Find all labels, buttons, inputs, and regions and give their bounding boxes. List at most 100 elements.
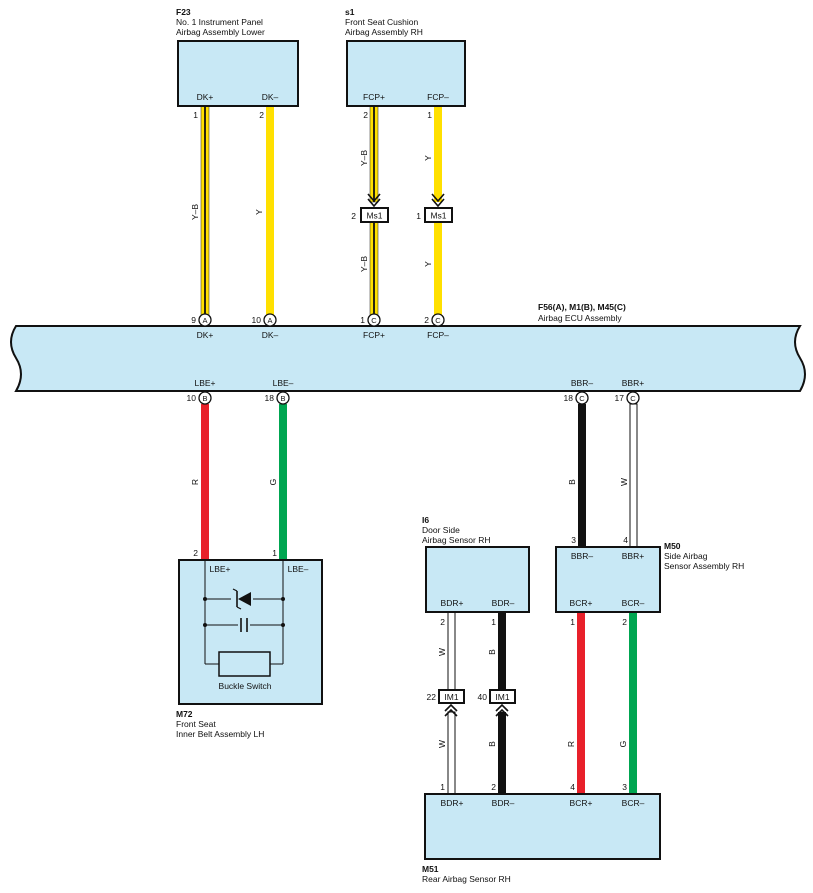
svg-text:BBR–: BBR–: [571, 378, 593, 388]
m50-term-bcr-minus: BCR–: [622, 598, 645, 608]
component-s1: s1 Front Seat Cushion Airbag Assembly RH…: [345, 7, 466, 120]
connector-im1-a-pin: 22: [427, 692, 437, 702]
wire-label-bdr-plus-upper: W: [437, 648, 447, 656]
m51-pin-bcr-plus: 4: [570, 782, 575, 792]
wire-dk-minus: [266, 106, 274, 320]
svg-text:B: B: [280, 394, 285, 403]
i6-name-line1: Door Side: [422, 525, 460, 535]
connector-im1-b-label: IM1: [495, 692, 509, 702]
m72-code: M72: [176, 709, 193, 719]
connector-ms1-a: Ms1 2: [351, 193, 389, 223]
f23-name-line1: No. 1 Instrument Panel: [176, 17, 263, 27]
wire-lbe-plus: [201, 404, 209, 560]
svg-text:C: C: [579, 394, 585, 403]
s1-box: [346, 40, 466, 107]
ecu-pin-dk-plus: A 9 DK+: [191, 313, 214, 340]
svg-text:DK+: DK+: [197, 330, 214, 340]
ecu-pin-fcp-plus: C 1 FCP+: [360, 313, 385, 340]
svg-text:B: B: [202, 394, 207, 403]
f23-term-dk-plus: DK+: [197, 92, 214, 102]
s1-name-line2: Airbag Assembly RH: [345, 27, 423, 37]
i6-name-line2: Airbag Sensor RH: [422, 535, 491, 545]
m51-pin-bcr-minus: 3: [622, 782, 627, 792]
connector-im1-b-pin: 40: [478, 692, 488, 702]
wire-fcp-minus: [434, 106, 442, 320]
svg-text:9: 9: [191, 315, 196, 325]
m72-name-line2: Inner Belt Assembly LH: [176, 729, 264, 739]
svg-text:18: 18: [265, 393, 275, 403]
wire-bcr-plus: [577, 612, 585, 794]
ecu-name: Airbag ECU Assembly: [538, 313, 622, 323]
svg-text:C: C: [630, 394, 636, 403]
m72-box: [178, 559, 323, 705]
m72-pin-lbe-minus: 1: [272, 548, 277, 558]
component-m50: 3 4 BBR– BBR+ BCR+ BCR– 1 2 M50 Side Air…: [555, 535, 744, 627]
wire-lbe-minus: [279, 404, 287, 560]
zener-diode-icon: [231, 588, 253, 610]
svg-text:1: 1: [360, 315, 365, 325]
m50-box: [555, 546, 661, 613]
svg-text:C: C: [371, 316, 377, 325]
component-i6: I6 Door Side Airbag Sensor RH BDR+ BDR– …: [422, 515, 530, 627]
f23-pin-dk-plus: 1: [193, 110, 198, 120]
ecu-code: F56(A), M1(B), M45(C): [538, 302, 626, 312]
wire-label-lbe-minus: G: [268, 479, 278, 486]
ecu-pin-lbe-minus: B 18 LBE–: [265, 378, 294, 405]
m50-pin-bbr-minus: 3: [571, 535, 576, 545]
f23-pin-dk-minus: 2: [259, 110, 264, 120]
wire-label-bcr-minus: G: [618, 741, 628, 748]
s1-name-line1: Front Seat Cushion: [345, 17, 419, 27]
wire-label-bdr-plus-lower: W: [437, 740, 447, 748]
svg-text:LBE+: LBE+: [194, 378, 215, 388]
wire-label-bbr-minus: B: [567, 479, 577, 485]
component-ecu: F56(A), M1(B), M45(C) Airbag ECU Assembl…: [10, 302, 806, 405]
s1-code: s1: [345, 7, 355, 17]
wire-bdr-minus: [498, 612, 506, 794]
f23-term-dk-minus: DK–: [262, 92, 279, 102]
m50-name-line1: Side Airbag: [664, 551, 708, 561]
wire-label-fcp-minus-upper: Y: [423, 155, 433, 161]
svg-text:FCP–: FCP–: [427, 330, 449, 340]
svg-text:17: 17: [615, 393, 625, 403]
m50-term-bcr-plus: BCR+: [570, 598, 593, 608]
wire-label-fcp-plus-lower: Y–B: [359, 256, 369, 272]
wire-label-dk-plus: Y–B: [190, 204, 200, 220]
svg-text:A: A: [202, 316, 207, 325]
connector-ms1-b: Ms1 1: [416, 193, 453, 223]
svg-text:10: 10: [252, 315, 262, 325]
m50-pin-bcr-minus: 2: [622, 617, 627, 627]
wire-label-bbr-plus: W: [619, 478, 629, 486]
connector-im1-a: IM1 22: [427, 689, 465, 717]
f23-code: F23: [176, 7, 191, 17]
s1-pin-fcp-minus: 1: [427, 110, 432, 120]
s1-term-fcp-minus: FCP–: [427, 92, 449, 102]
m72-term-lbe-plus: LBE+: [209, 564, 230, 574]
i6-term-bdr-minus: BDR–: [492, 598, 515, 608]
m51-term-bdr-minus: BDR–: [492, 798, 515, 808]
svg-text:LBE–: LBE–: [273, 378, 294, 388]
f23-box: [177, 40, 299, 107]
connector-ms1-a-pin: 2: [351, 211, 356, 221]
buckle-switch-icon: [218, 651, 271, 677]
m51-term-bcr-plus: BCR+: [570, 798, 593, 808]
i6-term-bdr-plus: BDR+: [441, 598, 464, 608]
m50-pin-bcr-plus: 1: [570, 617, 575, 627]
m51-name: Rear Airbag Sensor RH: [422, 874, 511, 884]
svg-text:A: A: [267, 316, 272, 325]
svg-text:10: 10: [187, 393, 197, 403]
svg-text:18: 18: [564, 393, 574, 403]
wire-label-fcp-minus-lower: Y: [423, 261, 433, 267]
component-f23: F23 No. 1 Instrument Panel Airbag Assemb…: [176, 7, 299, 120]
wire-bbr-plus: [629, 403, 638, 548]
svg-text:C: C: [435, 316, 441, 325]
m50-term-bbr-minus: BBR–: [571, 551, 593, 561]
i6-pin-bdr-plus: 2: [440, 617, 445, 627]
connector-ms1-b-label: Ms1: [430, 211, 446, 221]
i6-code: I6: [422, 515, 429, 525]
wire-label-bdr-minus-lower: B: [487, 741, 497, 747]
m72-term-lbe-minus: LBE–: [288, 564, 309, 574]
wire-label-bdr-minus-upper: B: [487, 649, 497, 655]
ecu-pin-bbr-plus: C 17 BBR+: [615, 378, 644, 405]
wire-dk-plus: [200, 105, 210, 321]
